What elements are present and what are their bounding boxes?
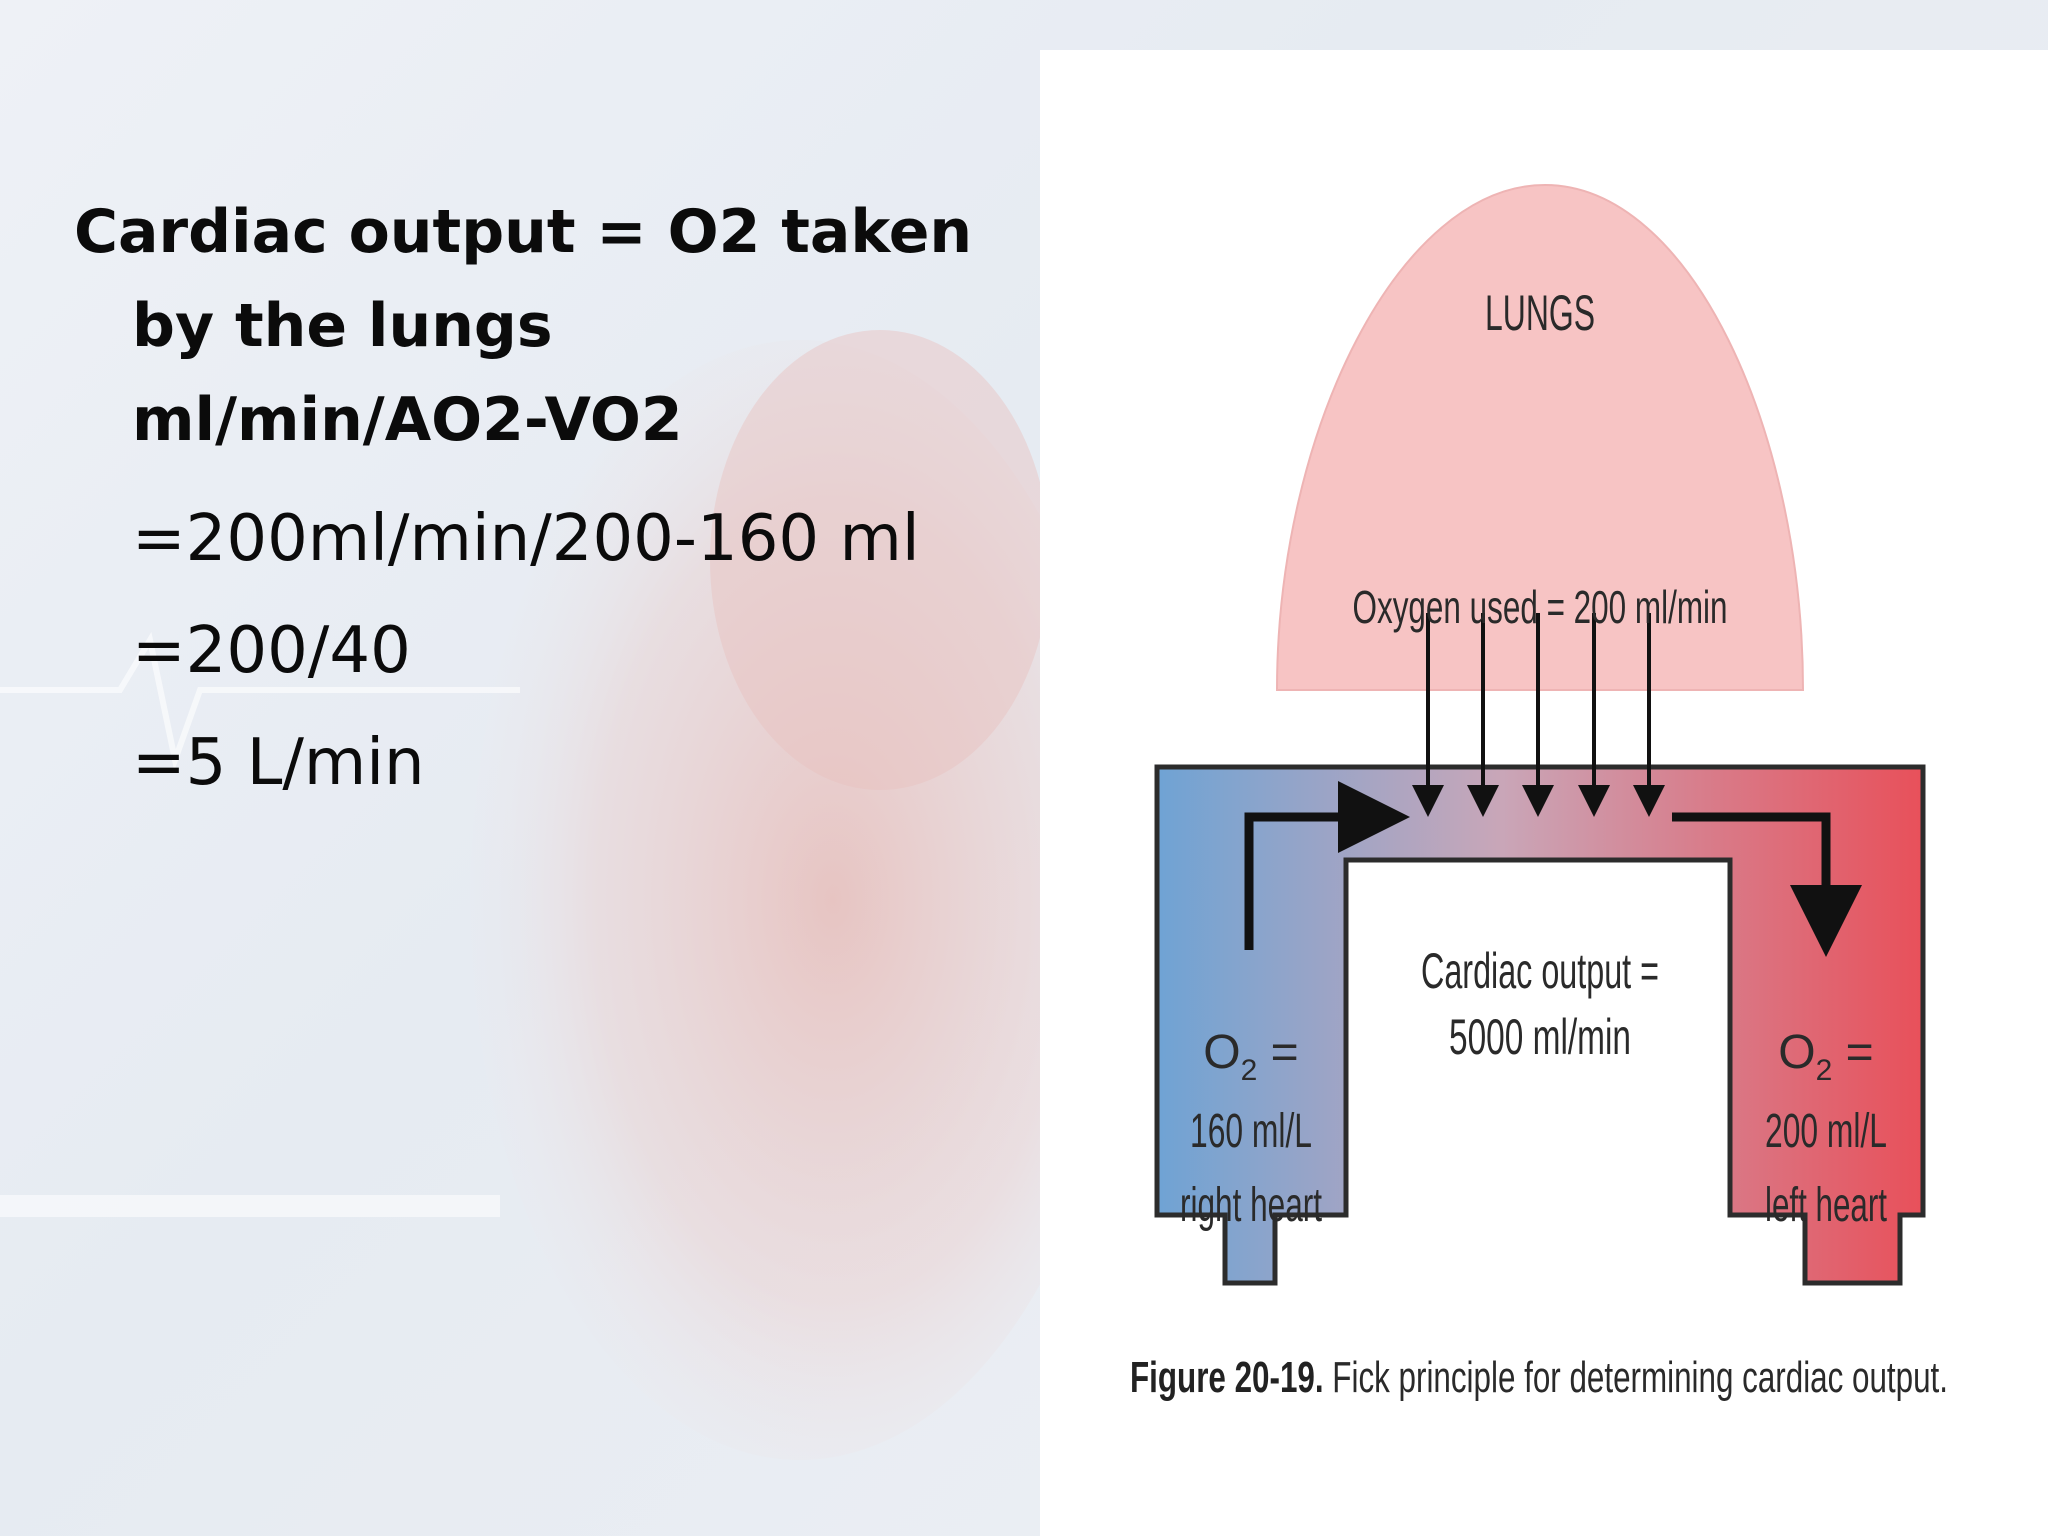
- lungs-label: LUNGS: [1485, 285, 1595, 341]
- oxygen-used-label: Oxygen used = 200 ml/min: [1353, 581, 1728, 633]
- figure-caption: Figure 20-19. Fick principle for determi…: [1130, 1353, 1948, 1402]
- calc-line-2: =200/40: [132, 614, 411, 688]
- flow-arrow-right-heart: [1244, 781, 1410, 950]
- formula-line-3: ml/min/AO2-VO2: [132, 385, 683, 455]
- left-heart-o2-label: O2 =: [1778, 1026, 1873, 1087]
- flow-arrow-left-heart: [1672, 812, 1862, 957]
- cardiac-output-label: Cardiac output =: [1421, 943, 1659, 999]
- circulation-tube: [1154, 764, 1926, 1286]
- left-heart-o2-value: 200 ml/L: [1765, 1105, 1887, 1158]
- background-heart-image: [470, 330, 1040, 1460]
- right-heart-label-group: O2 = 160 ml/L right heart: [1180, 1026, 1322, 1232]
- formula-line-1: Cardiac output = O2 taken: [74, 197, 973, 267]
- left-heart-label-group: O2 = 200 ml/L left heart: [1765, 1026, 1887, 1232]
- right-heart-o2-label: O2 =: [1203, 1026, 1298, 1087]
- formula-line-2: by the lungs: [132, 291, 553, 361]
- right-heart-o2-value: 160 ml/L: [1190, 1105, 1312, 1158]
- formula-text-block: Cardiac output = O2 taken by the lungs m…: [74, 185, 1034, 795]
- oxygen-uptake-arrows: [1412, 613, 1665, 817]
- cardiac-output-value: 5000 ml/min: [1449, 1009, 1631, 1065]
- fick-diagram: LUNGS Oxygen used = 200 ml/min Cardiac o…: [1130, 183, 1948, 1402]
- calc-line-3: =5 L/min: [132, 726, 425, 800]
- lungs-shape: [1275, 183, 1805, 691]
- right-heart-name: right heart: [1180, 1179, 1322, 1232]
- fick-figure-panel: LUNGS Oxygen used = 200 ml/min Cardiac o…: [1040, 50, 2048, 1536]
- calc-line-1: =200ml/min/200-160 ml: [132, 502, 920, 576]
- left-heart-name: left heart: [1765, 1179, 1887, 1232]
